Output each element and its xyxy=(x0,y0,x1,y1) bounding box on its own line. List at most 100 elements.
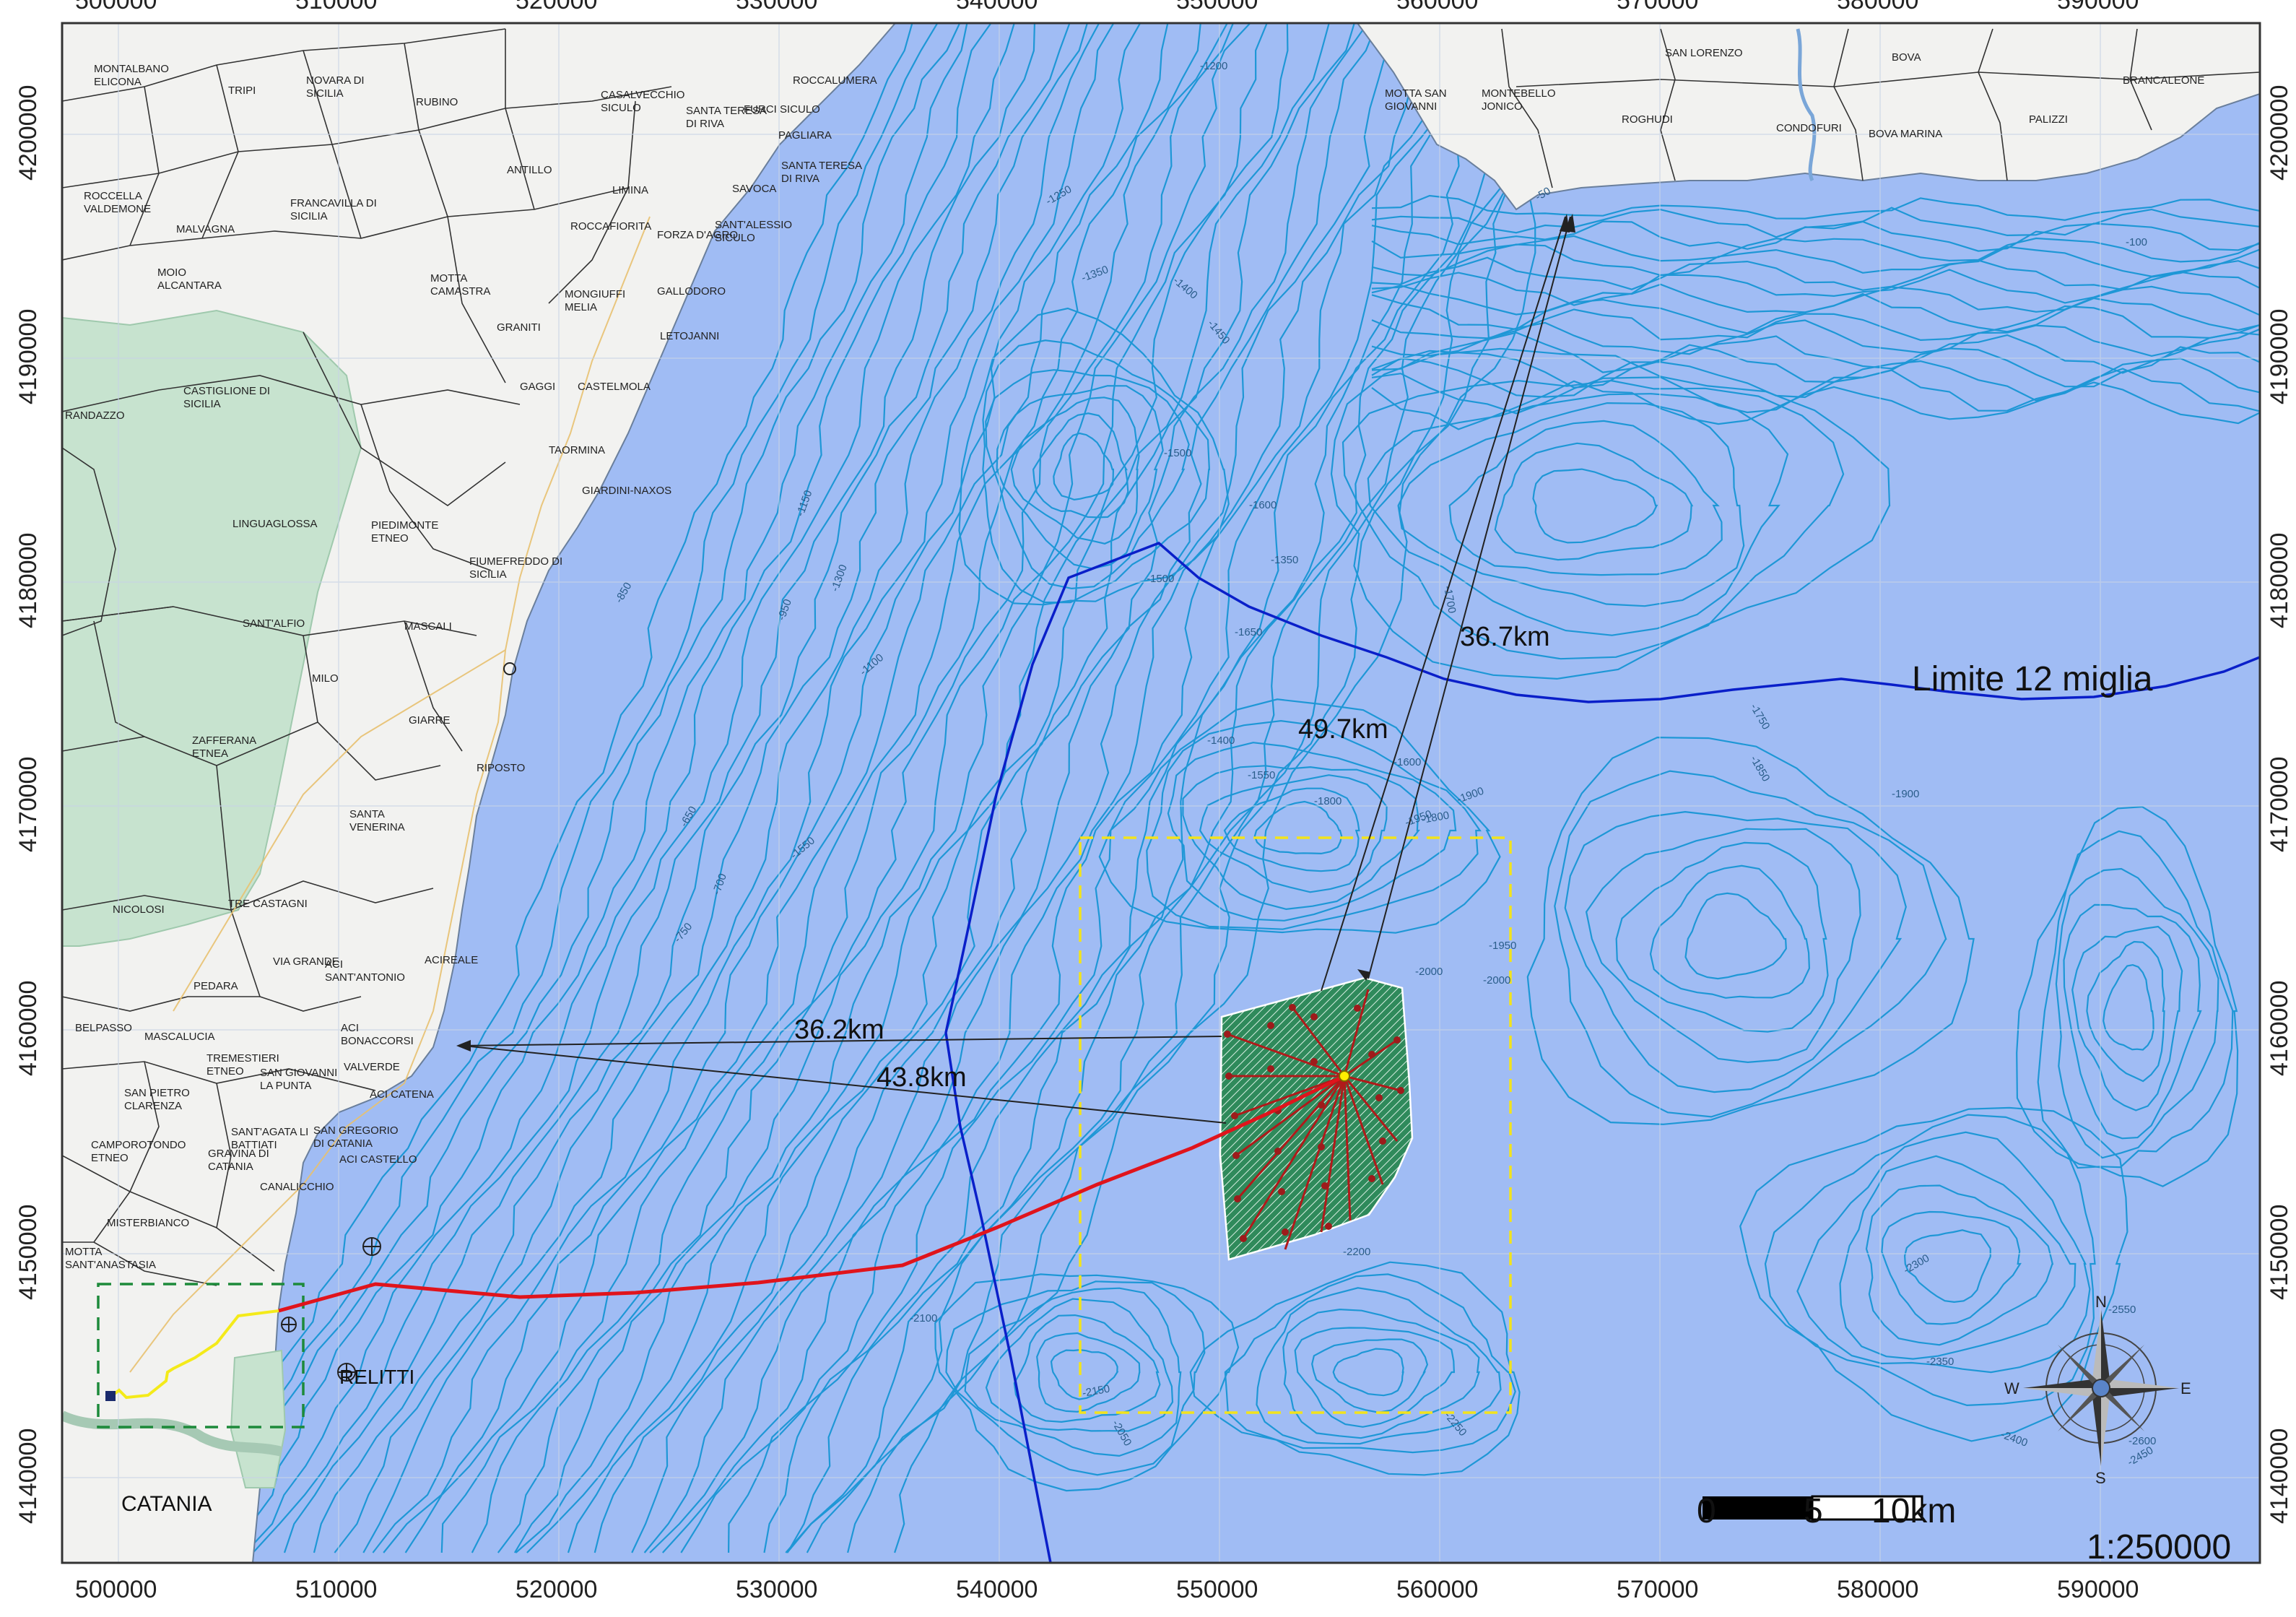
town-label: VALVERDE xyxy=(344,1061,400,1073)
contour-line xyxy=(643,23,1378,1553)
contour-line xyxy=(785,23,1524,1553)
wind-turbine-marker xyxy=(1368,1175,1375,1182)
contour-line xyxy=(680,23,1458,1553)
town-label: RUBINO xyxy=(416,96,458,108)
wind-turbine-marker xyxy=(1234,1195,1241,1202)
town-label: ETNEO xyxy=(91,1152,129,1164)
contour-line xyxy=(1332,1348,1404,1397)
calabria-borders xyxy=(1501,28,2260,188)
contour-line xyxy=(1494,442,1694,561)
town-label: BRANCALEONE xyxy=(2123,74,2204,87)
twelve-mile-limit-label: Limite 12 miglia xyxy=(1912,660,2153,698)
town-label: ANTILLO xyxy=(507,164,552,176)
x-axis-tick-label: 550000 xyxy=(1176,1576,1258,1603)
depth-contours xyxy=(149,23,2260,1553)
town-label: FRANCAVILLA DI xyxy=(290,197,377,209)
contour-line xyxy=(1371,194,2260,221)
depth-label: -2000 xyxy=(1415,966,1443,978)
town-label: VIA GRANDE xyxy=(273,955,339,968)
y-axis-right-tick-label: 4150000 xyxy=(2266,1205,2293,1300)
catania-label: CATANIA xyxy=(121,1492,212,1516)
scale-label-5: 5 xyxy=(1804,1492,1823,1530)
wind-turbine-marker xyxy=(1289,1004,1296,1011)
town-label: GRAVINA DI xyxy=(208,1148,269,1160)
contour-line xyxy=(1013,1314,1161,1423)
contour-line xyxy=(1282,1308,1481,1439)
depth-label: -1400 xyxy=(1207,734,1235,747)
town-label: ELICONA xyxy=(94,76,142,88)
contour-line xyxy=(1397,402,1745,607)
town-label: GRANITI xyxy=(497,321,541,334)
x-axis-top-tick-label: 510000 xyxy=(295,0,377,14)
contour-line xyxy=(1564,810,1907,1093)
town-label: BATTIATI xyxy=(231,1139,277,1151)
contour-line xyxy=(526,23,1289,1553)
compass-e: E xyxy=(2180,1379,2191,1397)
contour-line xyxy=(1189,1261,1521,1476)
depth-label: -1500 xyxy=(1147,573,1174,585)
town-label: SAN GREGORIO xyxy=(313,1124,399,1137)
contour-line xyxy=(1371,220,2260,252)
town-label: CAMPOROTONDO xyxy=(91,1139,186,1151)
contour-line xyxy=(985,1298,1174,1432)
contour-line xyxy=(2016,806,2239,1187)
town-label: RANDAZZO xyxy=(65,409,125,422)
town-label: MILO xyxy=(312,672,339,685)
contour-line xyxy=(244,23,992,1553)
simeto-river xyxy=(62,1410,283,1457)
town-label: SAVOCA xyxy=(732,183,776,195)
wind-turbine-marker xyxy=(1224,1031,1231,1038)
contour-line xyxy=(1371,269,2260,306)
town-label: PAGLIARA xyxy=(778,129,832,142)
town-label: CASALVECCHIO xyxy=(601,89,684,101)
contour-line xyxy=(1199,774,1388,893)
depth-label: -1800 xyxy=(1421,810,1451,826)
town-label: BOVA MARINA xyxy=(1869,128,1942,140)
depth-label: -2100 xyxy=(910,1312,937,1325)
town-label: ACI CATENA xyxy=(370,1088,434,1101)
town-label: MOTTA xyxy=(430,272,467,285)
y-axis-tick-label: 4180000 xyxy=(14,533,42,628)
wind-turbine-marker xyxy=(1278,1188,1285,1195)
y-axis-right-tick-label: 4160000 xyxy=(2266,981,2293,1076)
wind-turbine-marker xyxy=(1318,1143,1325,1150)
contour-line xyxy=(1371,357,2260,402)
town-label: LETOJANNI xyxy=(660,330,719,342)
town-label: MOTTA SAN xyxy=(1385,87,1447,100)
town-label: ETNEO xyxy=(206,1065,244,1078)
contour-line xyxy=(2037,830,2235,1169)
contour-line xyxy=(985,369,1190,590)
town-label: GAGGI xyxy=(520,381,555,393)
calabria-river xyxy=(1796,28,1817,182)
contour-line xyxy=(184,23,939,1553)
wind-turbine-marker xyxy=(1310,1013,1318,1020)
contour-line xyxy=(1839,1155,2077,1360)
town-label: MASCALUCIA xyxy=(144,1031,215,1043)
wind-turbine-marker xyxy=(1321,1182,1329,1189)
town-label: DI CATANIA xyxy=(313,1137,373,1150)
y-axis-right-tick-label: 4170000 xyxy=(2266,757,2293,852)
town-label: ETNEA xyxy=(192,747,228,760)
town-label: DI RIVA xyxy=(686,118,724,130)
x-axis-top-tick-label: 540000 xyxy=(956,0,1038,14)
contour-line xyxy=(1649,864,1811,999)
x-axis-tick-label: 540000 xyxy=(956,1576,1038,1603)
contour-line xyxy=(1146,719,1482,930)
depth-label: -2350 xyxy=(1926,1356,1954,1368)
town-label: SICULO xyxy=(715,232,755,244)
town-label: SANT'ALFIO xyxy=(243,617,305,630)
map-frame xyxy=(61,22,2261,1564)
y-axis-right-tick-label: 4200000 xyxy=(2266,85,2293,181)
town-label: CAMASTRA xyxy=(430,285,490,298)
town-label: BOVA xyxy=(1892,51,1921,64)
road-network xyxy=(129,216,651,1373)
town-label: CASTIGLIONE DI xyxy=(183,385,270,397)
contour-line xyxy=(982,339,1211,604)
depth-label: -1600 xyxy=(1249,499,1277,511)
compass-w: W xyxy=(2004,1379,2019,1397)
town-label: ROGHUDI xyxy=(1622,113,1673,126)
contour-line xyxy=(1764,1114,2096,1407)
contour-line xyxy=(1615,841,1829,1033)
